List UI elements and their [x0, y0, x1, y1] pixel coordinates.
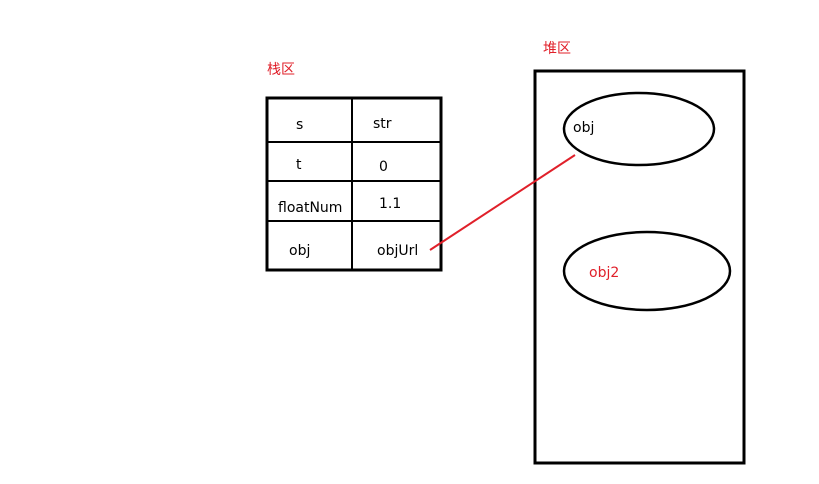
- stack-row-name: floatNum: [278, 200, 342, 216]
- heap-object-label: obj: [573, 120, 594, 136]
- reference-pointer-line: [429, 154, 576, 251]
- heap-object-obj: [562, 91, 716, 167]
- stack-table: s str t 0 floatNum 1.1 obj objUrl: [265, 96, 443, 272]
- stack-row-name: t: [296, 157, 302, 173]
- heap-title: 堆区: [543, 41, 571, 57]
- stack-row-name: s: [296, 117, 303, 133]
- stack-row-value: 0: [379, 159, 388, 175]
- heap-object-label: obj2: [589, 265, 619, 281]
- stack-table-border: [265, 96, 443, 272]
- heap-border: [533, 69, 746, 465]
- stack-row-value: str: [373, 116, 392, 132]
- heap-area: obj obj2: [533, 69, 746, 465]
- stack-row-value: 1.1: [379, 196, 401, 212]
- stack-row-value: objUrl: [377, 243, 418, 259]
- stack-title: 栈区: [267, 62, 295, 78]
- stack-row-name: obj: [289, 243, 310, 259]
- heap-object-obj2: [562, 230, 732, 312]
